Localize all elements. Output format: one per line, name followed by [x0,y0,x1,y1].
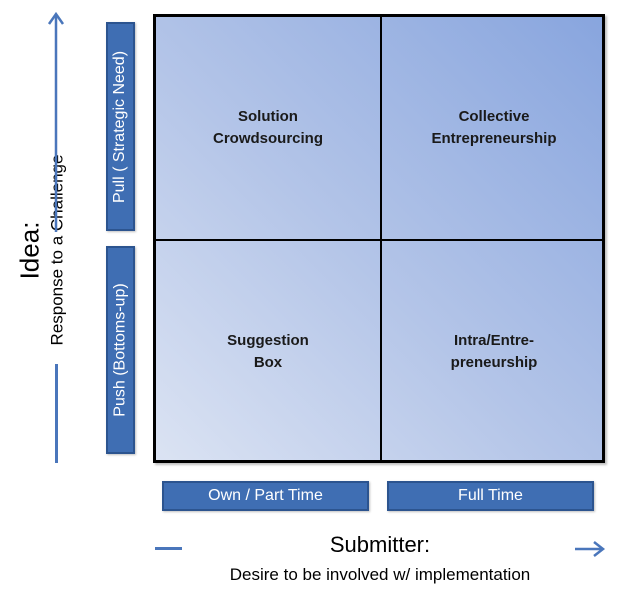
x-axis-line-left [155,547,182,550]
x-label-own-part-time: Own / Part Time [162,481,369,511]
y-label-push: Push (Bottoms-up) [106,246,135,454]
quadrant-label-line1: Suggestion [227,332,309,349]
quadrant-label-line2: Box [253,354,283,371]
x-label-full-time: Full Time [387,481,594,511]
quadrant-top-left: Solution Crowdsourcing [156,17,380,239]
y-axis-line-bottom [55,364,58,463]
quadrant-label-line2: preneurship [450,354,538,371]
grid-vertical-divider [380,17,382,460]
quadrant-label-line2: Entrepreneurship [431,130,557,147]
quadrant-label-line1: Intra/Entre- [453,332,534,349]
x-axis-arrow-right-icon [575,541,606,557]
grid-horizontal-divider [156,239,602,241]
y-label-pull: Pull ( Strategic Need) [106,22,135,231]
quadrant-bottom-left: Suggestion Box [156,241,380,463]
x-axis-title: Submitter: [329,532,431,557]
y-axis-arrow-up-icon [47,11,65,232]
quadrant-label-line1: Solution [237,108,298,125]
x-axis-subtitle: Desire to be involved w/ implementation [229,565,531,584]
quadrant-label-line2: Crowdsourcing [212,130,323,147]
quadrant-grid: Solution Crowdsourcing Collective Entrep… [153,14,605,463]
quadrant-top-right: Collective Entrepreneurship [382,17,606,239]
quadrant-bottom-right: Intra/Entre- preneurship [382,241,606,463]
quadrant-label-line1: Collective [458,108,530,125]
